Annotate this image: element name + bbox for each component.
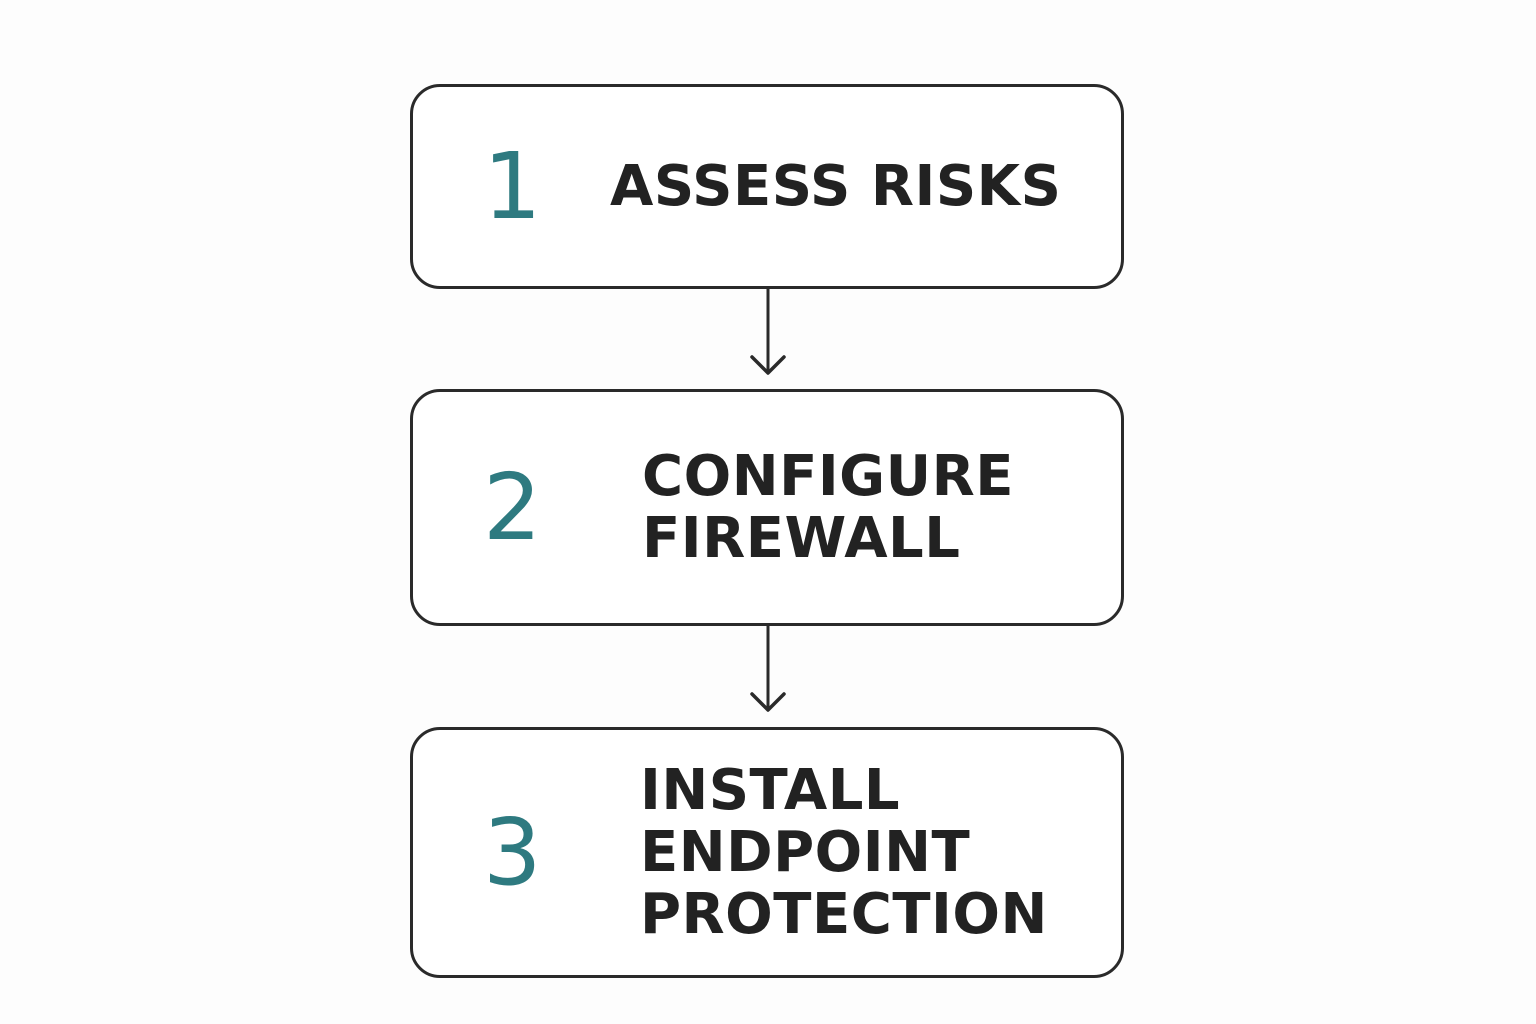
step-label: INSTALL ENDPOINT PROTECTION xyxy=(640,757,1048,947)
step-label-line: CONFIGURE xyxy=(642,443,1014,509)
step-label-line: ASSESS RISKS xyxy=(610,153,1062,219)
step-number: 1 xyxy=(483,132,542,240)
down-arrow-icon xyxy=(749,626,787,727)
step-label: CONFIGURE FIREWALL xyxy=(642,443,1014,571)
step-label-line: PROTECTION xyxy=(640,881,1048,947)
step-box-install-endpoint-protection: 3 INSTALL ENDPOINT PROTECTION xyxy=(410,727,1124,978)
step-box-configure-firewall: 2 CONFIGURE FIREWALL xyxy=(410,389,1124,626)
step-number: 3 xyxy=(483,798,542,906)
step-label-line: INSTALL xyxy=(640,757,901,823)
step-label-line: ENDPOINT xyxy=(640,819,971,885)
step-label-line: FIREWALL xyxy=(642,505,961,571)
down-arrow-icon xyxy=(749,289,787,389)
step-box-assess-risks: 1 ASSESS RISKS xyxy=(410,84,1124,289)
step-number: 2 xyxy=(483,453,542,561)
step-label: ASSESS RISKS xyxy=(610,153,1062,219)
